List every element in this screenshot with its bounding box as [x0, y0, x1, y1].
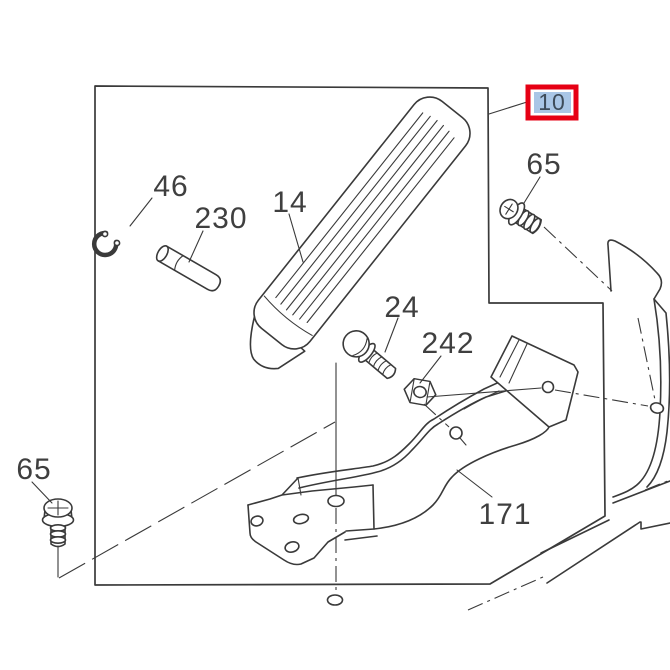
- leader-lines: [31, 101, 541, 504]
- bracket-pivot-hole: [327, 494, 345, 508]
- floor-mount-hole: [326, 594, 344, 606]
- bolt-24: [342, 330, 397, 380]
- pedal-pad-ribs: [275, 112, 455, 324]
- flange-bolt-upper: [499, 198, 543, 235]
- callout-46[interactable]: 46: [153, 170, 188, 203]
- nut-242: [403, 377, 437, 407]
- e-clip: [91, 230, 121, 258]
- boundary-box: [94, 85, 606, 586]
- bracket-plate-hole: [541, 380, 555, 394]
- selected-callout-badge[interactable]: 10: [525, 84, 579, 121]
- bracket-top-plate: [490, 335, 579, 428]
- callout-230[interactable]: 230: [194, 202, 247, 235]
- flange-bolt-lower: [41, 498, 75, 548]
- panel-mount-hole: [649, 402, 665, 414]
- pedal-pad-face: [253, 96, 471, 350]
- callout-24[interactable]: 24: [384, 291, 419, 324]
- callout-65-upper[interactable]: 65: [526, 148, 561, 181]
- floor-panel-lines: [467, 480, 670, 611]
- selected-callout-number[interactable]: 10: [538, 89, 566, 115]
- callout-171[interactable]: 171: [478, 498, 531, 531]
- callout-65-lower[interactable]: 65: [16, 453, 51, 486]
- pedal-pad: [249, 96, 471, 370]
- pivot-pin: [155, 245, 222, 292]
- callout-14[interactable]: 14: [272, 186, 307, 219]
- side-panel: [607, 239, 670, 498]
- axis-lines: [57, 226, 656, 606]
- callout-242[interactable]: 242: [421, 327, 474, 360]
- bracket-arm-hole: [449, 426, 463, 440]
